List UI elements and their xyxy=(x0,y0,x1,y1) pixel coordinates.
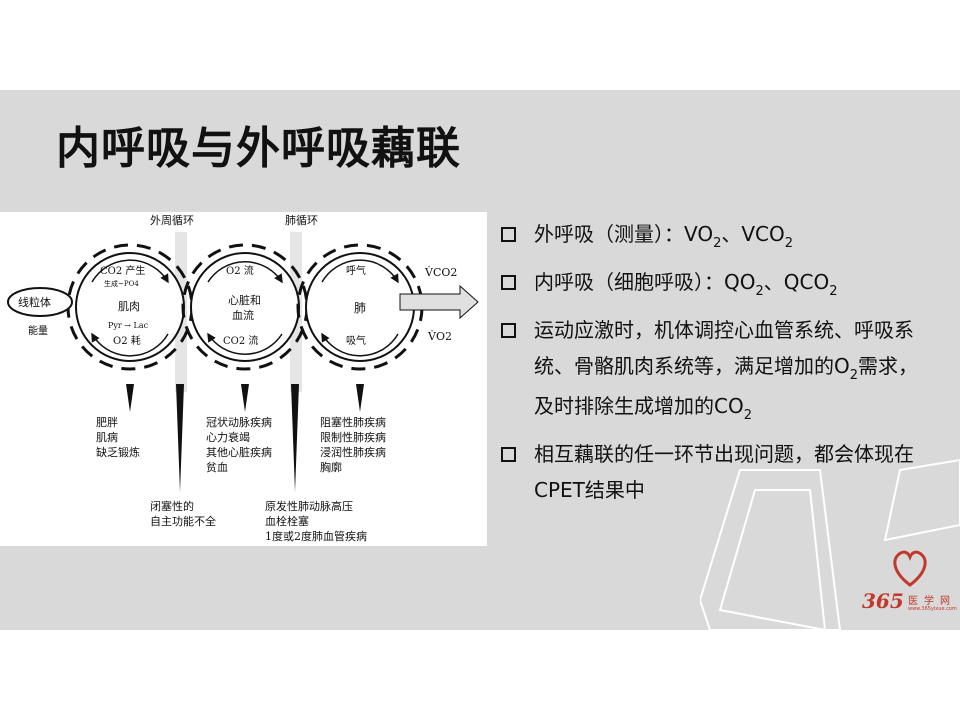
heart-logo-icon xyxy=(893,550,927,587)
list-item: 1度或2度肺血管疾病 xyxy=(265,529,367,543)
list-item: 原发性肺动脉高压 xyxy=(265,499,353,513)
bullet-text: 相互藕联的任一环节出现问题，都会体现在CPET结果中 xyxy=(534,442,914,502)
gear-heart: O2 流 心脏和 血流 CO2 流 xyxy=(181,243,309,371)
decorative-shapes xyxy=(700,458,960,630)
bullet-item: 外呼吸（测量）：VO2、VCO2 xyxy=(497,216,937,256)
vo2-label: V̇O2 xyxy=(427,330,452,343)
list-item: 缺乏锻炼 xyxy=(96,445,140,459)
gear1-pyr-lac: Pyr → Lac xyxy=(108,321,149,330)
bullet-text: 内呼吸（细胞呼吸）：QO xyxy=(534,270,756,294)
list-lung: 阻塞性肺疾病 限制性肺疾病 浸润性肺疾病 胸廓 xyxy=(320,415,386,474)
list-pulmonary: 原发性肺动脉高压 血栓栓塞 1度或2度肺血管疾病 xyxy=(265,499,367,543)
gear2-co2-flow: CO2 流 xyxy=(223,334,258,347)
list-muscle: 肥胖 肌病 缺乏锻炼 xyxy=(96,416,140,459)
gear1-po4: 生成~PO4 xyxy=(104,279,139,288)
bullet-text: 运动应激时，机体调控心血管系统、呼吸系统、骨骼肌肉系统等，满足增加的O xyxy=(534,318,914,378)
gear3-center: 肺 xyxy=(354,301,366,315)
mitochondria-icon: 线粒体 能量 xyxy=(7,287,73,337)
respiration-gear-diagram: 外周循环 肺循环 CO2 产生 生成~PO4 肌肉 Pyr → Lac O2 耗… xyxy=(0,212,487,546)
gear3-inhale: 吸气 xyxy=(346,334,366,347)
list-item: 贫血 xyxy=(206,460,228,474)
bullet-sub: 2 xyxy=(755,284,764,299)
list-item: 闭塞性的 xyxy=(150,499,194,513)
bullet-item: 运动应激时，机体调控心血管系统、呼吸系统、骨骼肌肉系统等，满足增加的O2需求，及… xyxy=(497,312,937,428)
list-item: 肌病 xyxy=(96,430,118,444)
gear-muscle: CO2 产生 生成~PO4 肌肉 Pyr → Lac O2 耗 xyxy=(66,243,194,371)
vco2-label: V̇CO2 xyxy=(424,266,457,279)
bullet-text2: 、VCO xyxy=(721,222,785,246)
list-peripheral: 闭塞性的 自主功能不全 xyxy=(150,499,216,528)
list-item: 自主功能不全 xyxy=(150,514,216,528)
list-item: 其他心脏疾病 xyxy=(206,445,272,459)
bullet-sub2: 2 xyxy=(743,408,752,423)
square-bullet-icon xyxy=(501,227,516,242)
list-item: 限制性肺疾病 xyxy=(320,430,386,444)
gear2-o2-flow: O2 流 xyxy=(226,264,254,277)
logo-number: 365 xyxy=(862,589,904,613)
bullet-sub2: 2 xyxy=(784,236,794,251)
label-peripheral-circulation: 外周循环 xyxy=(150,214,194,227)
energy-label: 能量 xyxy=(28,324,48,337)
list-item: 血栓栓塞 xyxy=(265,514,309,528)
bullet-sub2: 2 xyxy=(829,284,838,299)
square-bullet-icon xyxy=(501,323,516,338)
slide-title: 内呼吸与外呼吸藕联 xyxy=(56,123,461,174)
bullet-text2: 、QCO xyxy=(763,270,830,294)
bullet-text: 外呼吸（测量）：VO xyxy=(534,222,714,246)
gear3-exhale: 呼气 xyxy=(346,264,366,277)
bullet-item: 内呼吸（细胞呼吸）：QO2、QCO2 xyxy=(497,264,937,304)
logo-url: www.365yixue.com xyxy=(908,606,957,612)
list-heart: 冠状动脉疾病 心力衰竭 其他心脏疾病 贫血 xyxy=(206,415,272,474)
logo-name: 医学网 xyxy=(908,596,956,607)
bullet-sub: 2 xyxy=(849,368,859,383)
square-bullet-icon xyxy=(501,447,516,462)
gear1-o2-consumption: O2 耗 xyxy=(113,335,141,347)
gas-exchange-arrows: V̇CO2 V̇O2 xyxy=(399,266,479,343)
list-item: 心力衰竭 xyxy=(206,430,250,444)
list-item: 浸润性肺疾病 xyxy=(320,445,386,459)
label-pulmonary-circulation: 肺循环 xyxy=(285,214,318,227)
bullet-sub: 2 xyxy=(713,236,722,251)
gear1-co2-production: CO2 产生 xyxy=(100,264,145,277)
bullet-item: 相互藕联的任一环节出现问题，都会体现在CPET结果中 xyxy=(497,436,937,508)
bullet-list: 外呼吸（测量）：VO2、VCO2 内呼吸（细胞呼吸）：QO2、QCO2 运动应激… xyxy=(497,216,937,516)
site-logo: 365 医学网 www.365yixue.com xyxy=(862,545,958,617)
square-bullet-icon xyxy=(501,275,516,290)
list-item: 胸廓 xyxy=(320,460,342,474)
mitochondria-label: 线粒体 xyxy=(18,295,51,309)
bullet-text2: 需求，及时排除生成增加的CO xyxy=(534,354,919,418)
list-item: 阻塞性肺疾病 xyxy=(320,415,386,429)
list-item: 冠状动脉疾病 xyxy=(206,415,272,429)
gear2-center2: 血流 xyxy=(232,308,254,322)
list-item: 肥胖 xyxy=(96,416,118,429)
gear2-center1: 心脏和 xyxy=(228,294,261,307)
gear1-center: 肌肉 xyxy=(118,300,140,313)
